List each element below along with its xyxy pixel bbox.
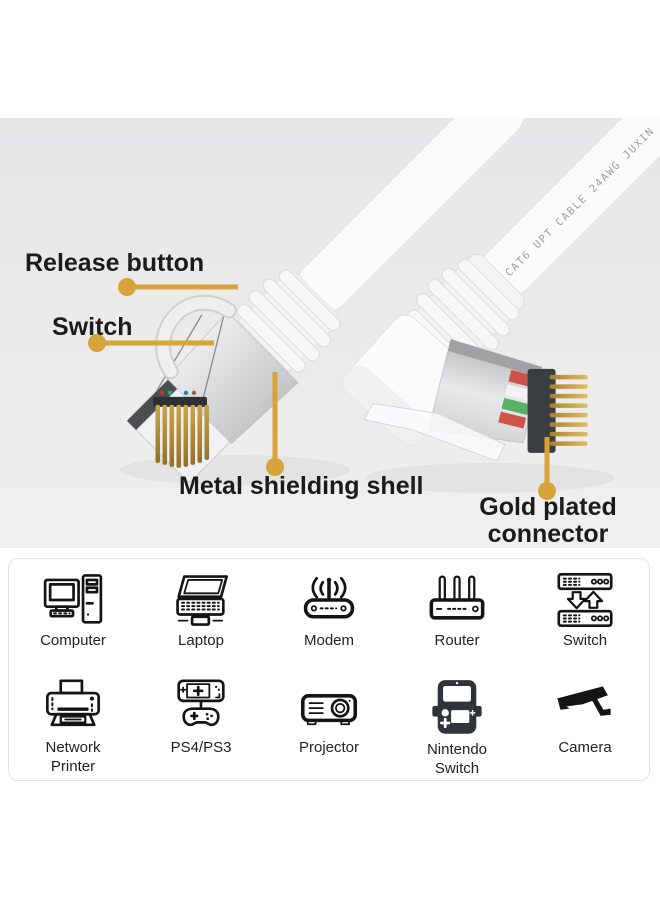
device-modem: Modem [265, 561, 393, 668]
device-label: Projector [298, 739, 360, 756]
right-connector-latch [363, 402, 506, 462]
device-label: PS4/PS3 [170, 739, 232, 756]
device-network-printer: Network Printer [9, 668, 137, 780]
modem-icon [303, 576, 355, 619]
router-icon [429, 575, 485, 620]
device-label: Laptop [178, 632, 224, 649]
device-nintendo-switch: Nintendo Switch [393, 668, 521, 780]
device-label: Computer [40, 632, 106, 649]
device-label: Modem [303, 632, 355, 649]
camera-icon [556, 686, 611, 716]
device-laptop: Laptop [137, 561, 265, 668]
device-switch: Switch [521, 561, 649, 668]
switch-icon [557, 573, 613, 627]
device-label: Switch [562, 632, 608, 649]
release-button-label: Release button [25, 249, 205, 277]
device-ps4-ps3: PS4/PS3 [137, 668, 265, 780]
device-label: Network Printer [45, 739, 101, 775]
cable-print-text: CAT6 UPT CABLE 24AWG JUXIN [503, 125, 657, 279]
ps4-ps3-icon [177, 679, 225, 727]
device-camera: Camera [521, 668, 649, 780]
network-printer-icon [46, 679, 100, 727]
device-label: Nintendo Switch [426, 741, 488, 777]
device-router: Router [393, 561, 521, 668]
laptop-icon [176, 575, 228, 626]
gold-connector-label: Gold plated connector [479, 493, 617, 548]
compatible-devices-panel: Computer Laptop [8, 558, 650, 781]
projector-icon [301, 694, 357, 726]
switch-annotation-label: Switch [52, 313, 133, 341]
right-connector [363, 338, 588, 462]
device-label: Router [434, 632, 480, 649]
device-label: Camera [558, 739, 612, 756]
device-projector: Projector [265, 668, 393, 780]
computer-icon [43, 574, 103, 624]
device-computer: Computer [9, 561, 137, 668]
nintendo-switch-icon [432, 680, 482, 734]
metal-shell-label: Metal shielding shell [179, 472, 424, 500]
